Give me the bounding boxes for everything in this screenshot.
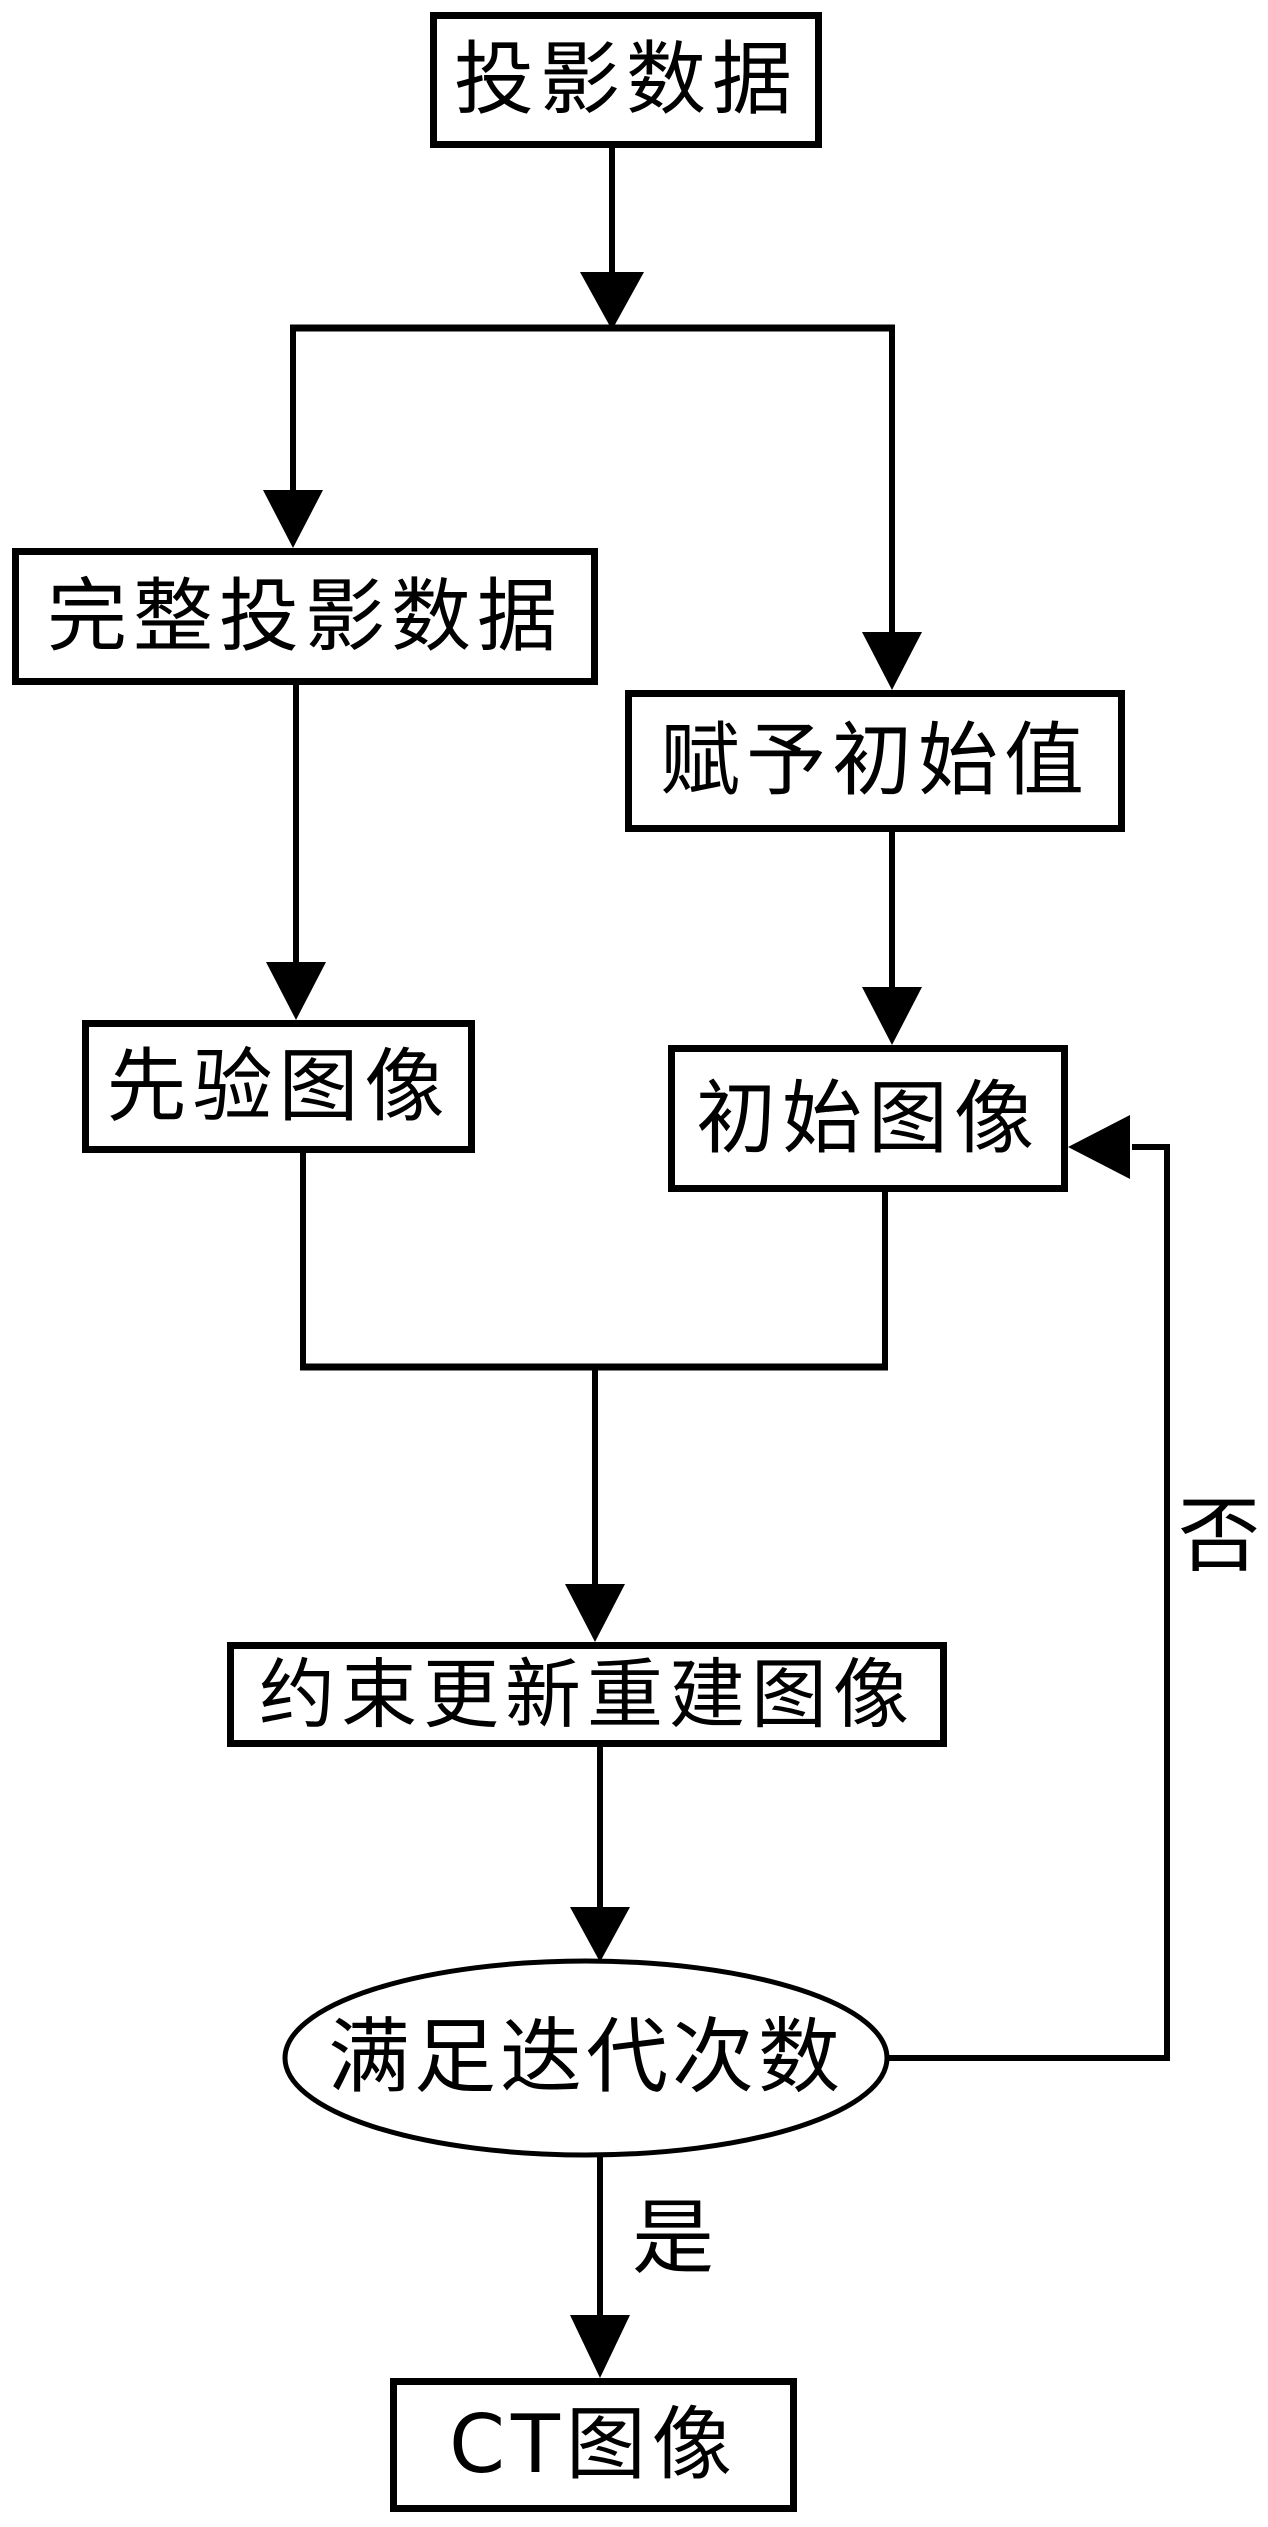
node-projection-data-label: 投影数据 bbox=[454, 33, 798, 126]
node-initial-image-label: 初始图像 bbox=[696, 1071, 1040, 1165]
edge-label-yes: 是 bbox=[632, 2191, 715, 2286]
node-complete-projection-data-label: 完整投影数据 bbox=[47, 569, 563, 663]
arrow-split-to-assign-initial bbox=[862, 325, 922, 690]
arrow-assign-to-initial-image bbox=[862, 830, 922, 1045]
node-complete-projection-data: 完整投影数据 bbox=[12, 548, 598, 685]
node-prior-image: 先验图像 bbox=[82, 1020, 475, 1153]
node-iteration-condition-label: 满足迭代次数 bbox=[327, 2010, 844, 2105]
node-iteration-condition: 满足迭代次数 bbox=[282, 1960, 890, 2156]
node-constrained-update-reconstruct-label: 约束更新重建图像 bbox=[259, 1649, 915, 1739]
node-initial-image: 初始图像 bbox=[668, 1045, 1068, 1192]
node-assign-initial-value-label: 赋予初始值 bbox=[660, 714, 1090, 807]
node-ct-image: CT图像 bbox=[390, 2378, 797, 2512]
arrow-feedback-no-loop bbox=[887, 1115, 1170, 2061]
arrow-condition-to-ct-image bbox=[570, 2155, 630, 2378]
edge-label-no: 否 bbox=[1178, 1489, 1261, 1584]
node-ct-image-label: CT图像 bbox=[449, 2398, 738, 2491]
arrow-constrained-to-condition bbox=[570, 1745, 630, 1962]
node-prior-image-label: 先验图像 bbox=[106, 1039, 451, 1133]
arrow-complete-to-prior-image bbox=[266, 683, 326, 1020]
arrow-merge-to-constrained-update bbox=[565, 1364, 625, 1642]
node-assign-initial-value: 赋予初始值 bbox=[625, 690, 1125, 832]
node-constrained-update-reconstruct: 约束更新重建图像 bbox=[227, 1642, 947, 1747]
arrow-split-to-complete-projection bbox=[263, 325, 323, 548]
node-projection-data: 投影数据 bbox=[430, 12, 822, 148]
arrow-projection-to-split bbox=[580, 148, 644, 330]
